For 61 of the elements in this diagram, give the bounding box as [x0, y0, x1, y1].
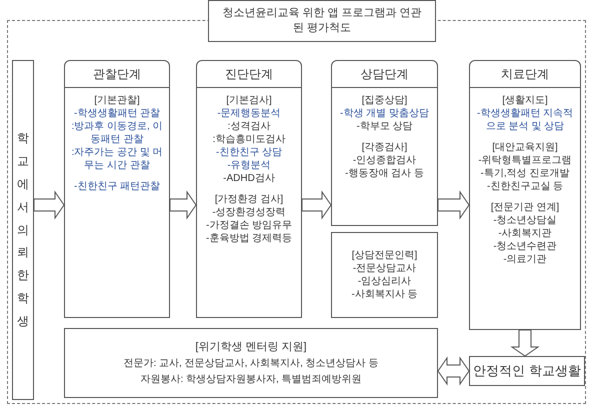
list-item: -학생생활패턴 지속적으로 분석 및 상담	[476, 107, 574, 133]
section-heading: [기본관찰]	[94, 94, 140, 107]
block-arrow	[438, 190, 470, 220]
list-item: -학생 개별 맞춤상담	[339, 107, 430, 120]
block-arrow	[302, 190, 332, 220]
list-item: :방과후 이동경로, 이동패턴 관찰	[70, 120, 164, 146]
list-item: -사회복지사 등	[350, 288, 419, 301]
stage-heading: 관찰단계	[65, 61, 169, 88]
block-arrow	[510, 330, 540, 357]
list-item: :학습흥미도검사	[212, 133, 286, 146]
section-heading: [기본검사]	[226, 94, 272, 107]
stage-box	[196, 60, 302, 318]
stage-box	[469, 60, 581, 330]
section-heading: [전문기관 연계]	[490, 201, 560, 214]
section-heading: [위기학생 멘터링 지원]	[195, 340, 307, 354]
list-item: :성격검사	[226, 120, 272, 133]
list-item: -친한친구 상담	[214, 146, 284, 159]
list-item: -위탁형특별프로그램	[477, 154, 573, 167]
list-item: 전문가: 교사, 전문상담교사, 사회복지사, 청소년상담사 등	[122, 356, 380, 370]
list-item: -ADHD검사	[222, 172, 276, 185]
list-item: 자원봉사: 학생상담자원봉사자, 특별범죄예방위원	[139, 372, 363, 386]
section-heading: [각종검사]	[362, 141, 408, 154]
list-item: -훈육방법 경제력등	[204, 232, 294, 245]
list-item: -가정결손 방임유무	[204, 219, 294, 232]
section-heading: [대안교육지원]	[492, 141, 558, 154]
section-heading: [생활지도]	[502, 94, 548, 107]
section-heading: [가정환경 검사]	[214, 193, 284, 206]
section-heading: [상담전문인력]	[352, 249, 418, 262]
result-label: 안정적인 학교생활	[473, 362, 581, 380]
stage-heading: 상담단계	[332, 61, 437, 88]
list-item: -학생생활패턴 관찰	[72, 107, 162, 120]
list-item: -유형분석	[226, 159, 272, 172]
list-item: -문제행동분석	[216, 107, 282, 120]
list-item: -임상심리사	[356, 275, 412, 288]
list-item: -전문상담교사	[352, 262, 418, 275]
list-item: -행동장애 검사 등	[344, 167, 425, 180]
list-item: -인성종합검사	[352, 154, 418, 167]
stage-box	[64, 60, 170, 318]
block-arrow	[34, 190, 65, 220]
list-item: -청소년상담실	[492, 214, 558, 227]
list-item: -친한친구 패턴관찰	[72, 180, 162, 193]
list-item: -학부모 상담	[355, 120, 414, 133]
student-column	[12, 60, 34, 400]
list-item: -사회복지관	[497, 227, 553, 240]
vertical-label: 학교에서 의뢰한 학생	[17, 130, 29, 330]
list-item: -청소년수련관	[492, 240, 558, 253]
section-heading: [집중상담]	[362, 94, 408, 107]
stage-heading: 치료단계	[470, 61, 580, 88]
list-item: -의료기관	[502, 253, 548, 266]
stage-box	[331, 60, 438, 226]
list-item: -특기,적성 진로개발	[480, 167, 570, 180]
list-item: -성장환경성장력	[211, 206, 287, 219]
result-box	[469, 356, 585, 386]
title-box: 청소년윤리교육 위한 앱 프로그램과 연관된 평가척도	[208, 0, 436, 42]
list-item: :자주가는 공간 및 머무는 시간 관찰	[70, 146, 164, 172]
block-arrow	[170, 190, 197, 220]
info-box	[64, 328, 438, 398]
block-arrow	[437, 356, 470, 386]
list-item: -친한친구교실 등	[486, 180, 564, 193]
info-box	[331, 232, 438, 318]
stage-heading: 진단단계	[197, 61, 301, 88]
